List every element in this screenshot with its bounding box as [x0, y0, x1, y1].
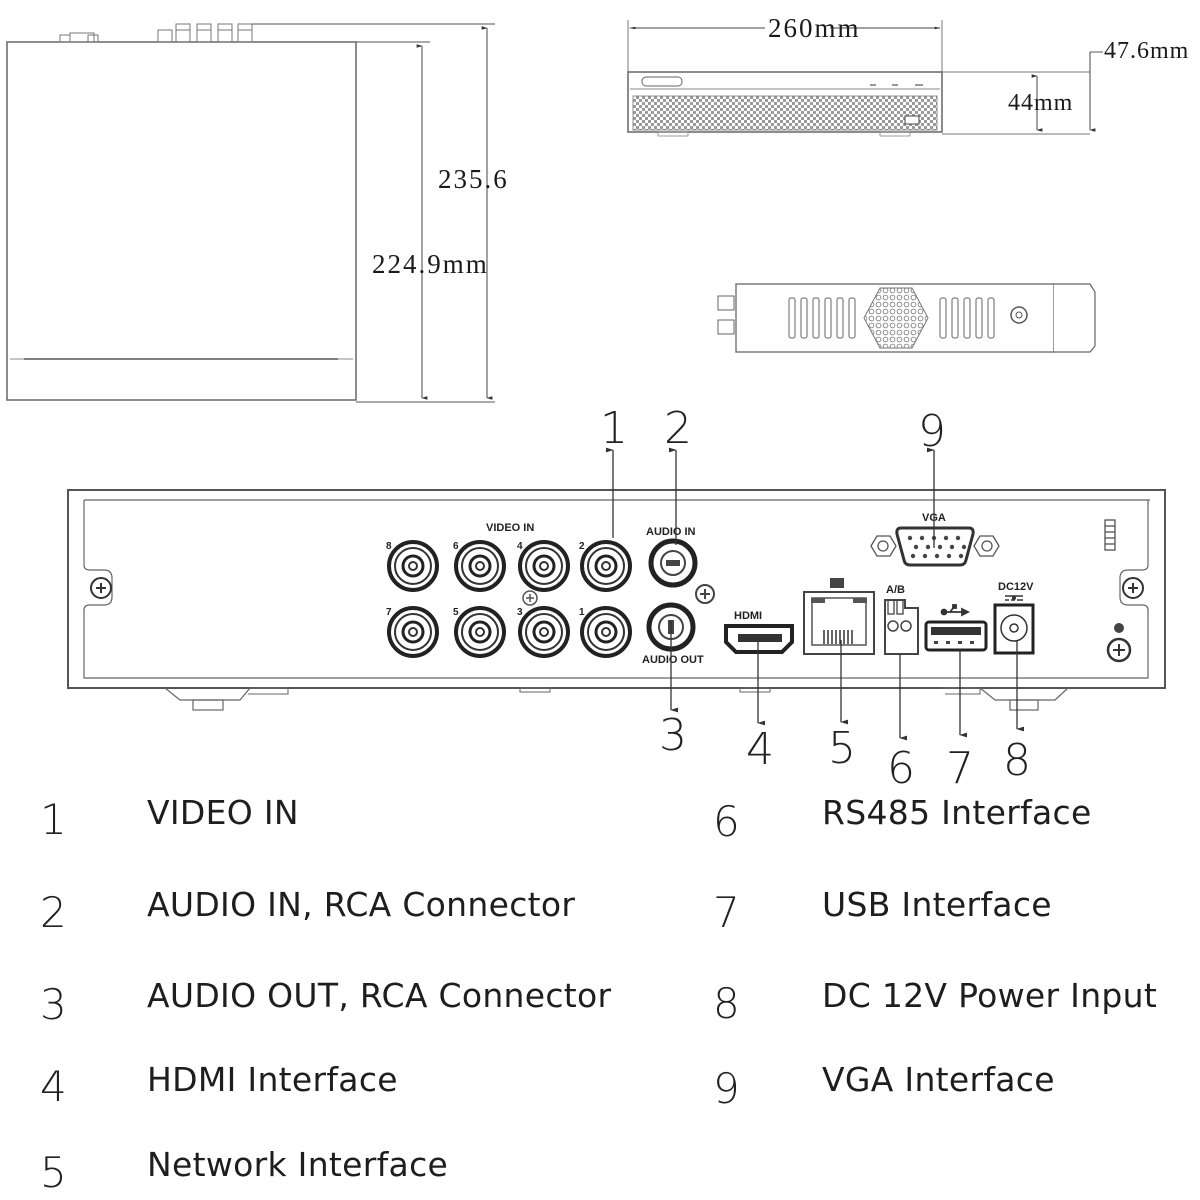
callout-4: 4	[746, 724, 774, 775]
legend-number: 8	[713, 979, 740, 1028]
vga-pin	[961, 544, 967, 550]
legend-number: 6	[713, 797, 740, 846]
callout-numbers: 1 2 3 4 5 6 7 8 9	[600, 403, 1031, 794]
legend-number: 1	[40, 795, 67, 844]
side-screw	[1010, 306, 1028, 324]
bnc-channel-number: 3	[517, 607, 523, 618]
audio-in-port	[648, 538, 698, 588]
ground-screw-small-2	[522, 590, 538, 606]
callout-8: 8	[1003, 735, 1031, 786]
vga-pin	[946, 553, 952, 559]
hdmi-port: HDMI	[724, 610, 794, 654]
legend-text: USB Interface	[822, 885, 1052, 924]
callout-6: 6	[887, 743, 915, 794]
bnc-connector: 1	[579, 606, 632, 658]
video-in-label: VIDEO IN	[486, 522, 534, 534]
dc-power-port: DC12V	[993, 581, 1035, 655]
legend-number: 5	[40, 1148, 67, 1197]
usb-icon	[940, 604, 971, 617]
callout-2: 2	[664, 403, 692, 454]
bnc-channel-number: 5	[453, 607, 459, 618]
side-view	[717, 283, 1096, 353]
legend-number: 9	[713, 1064, 740, 1113]
network-port	[803, 578, 875, 655]
legend-text: VIDEO IN	[147, 793, 299, 832]
fan-grille	[863, 287, 929, 349]
audio-out-label: AUDIO OUT	[642, 654, 704, 666]
bnc-connector: 4	[517, 540, 570, 592]
legend-text: AUDIO IN, RCA Connector	[147, 885, 576, 924]
legend-number: 3	[40, 980, 67, 1029]
legend-text: AUDIO OUT, RCA Connector	[147, 976, 612, 1015]
vent-slots	[1104, 519, 1116, 551]
bnc-connector: 6	[453, 540, 506, 592]
vga-pin	[913, 544, 919, 550]
bnc-connector: 3	[517, 606, 570, 658]
bnc-channel-number: 2	[579, 541, 585, 552]
vga-pin	[919, 535, 925, 541]
height-body-label: 44mm	[1008, 90, 1073, 116]
rs485-port: A/B	[884, 584, 919, 655]
callout-1: 1	[600, 403, 628, 454]
depth-total-label: 235.6	[438, 164, 509, 194]
depth-body-label: 224.9mm	[372, 249, 489, 279]
front-leds	[870, 84, 923, 86]
vga-pin	[958, 553, 964, 559]
legend-number: 7	[713, 888, 740, 937]
top-view: 235.6 224.9mm	[6, 23, 509, 403]
vga-pin	[955, 535, 961, 541]
legend-number: 4	[40, 1062, 67, 1111]
height-total-label: 47.6mm	[1104, 38, 1189, 64]
legend-text: RS485 Interface	[822, 793, 1092, 832]
hdmi-label: HDMI	[734, 610, 762, 622]
callout-7: 7	[946, 743, 974, 794]
vga-pin	[949, 544, 955, 550]
vga-pin	[925, 544, 931, 550]
usb-port	[924, 604, 988, 652]
legend-text: VGA Interface	[822, 1060, 1055, 1099]
callout-leaders	[605, 447, 1025, 741]
legend-number: 2	[40, 888, 67, 937]
width-label: 260mm	[768, 13, 861, 43]
bnc-connector: 5	[453, 606, 506, 658]
vga-pin	[934, 553, 940, 559]
vga-pin	[907, 535, 913, 541]
bnc-connector: 2	[579, 540, 632, 592]
legend-text: DC 12V Power Input	[822, 976, 1158, 1015]
bnc-connector: 8	[386, 540, 439, 592]
callout-5: 5	[828, 723, 856, 774]
screw-right	[1122, 577, 1144, 599]
callout-3: 3	[659, 710, 687, 761]
screw-left	[90, 577, 112, 599]
vga-pin	[910, 553, 916, 559]
bnc-channel-number: 1	[579, 607, 585, 618]
legend-text: Network Interface	[147, 1145, 449, 1184]
legend-text: HDMI Interface	[147, 1060, 398, 1099]
dc-label: DC12V	[998, 581, 1034, 593]
bnc-channel-number: 7	[386, 607, 392, 618]
ground-terminal	[1106, 623, 1132, 663]
vga-pin	[937, 544, 943, 550]
front-view: 260mm 44mm 47.6mm	[627, 13, 1189, 137]
bnc-channel-number: 4	[517, 541, 523, 552]
bnc-channel-number: 8	[386, 541, 392, 552]
vga-pin	[943, 535, 949, 541]
audio-in-label: AUDIO IN	[646, 526, 696, 538]
bnc-connector: 7	[386, 606, 439, 658]
vga-pin	[922, 553, 928, 559]
rs485-label: A/B	[886, 584, 905, 596]
callout-9: 9	[918, 406, 946, 457]
brand-logo	[641, 76, 683, 87]
video-in-bnc-group: 8 6 4 2 7 5 3 1	[386, 540, 632, 658]
ground-screw-small	[695, 584, 715, 604]
rear-panel: 8 6 4 2 7 5 3 1 VIDEO IN AUDIO IN AUDIO OUT HDM…	[67, 489, 1166, 711]
front-usb-port	[904, 115, 920, 125]
bnc-channel-number: 6	[453, 541, 459, 552]
